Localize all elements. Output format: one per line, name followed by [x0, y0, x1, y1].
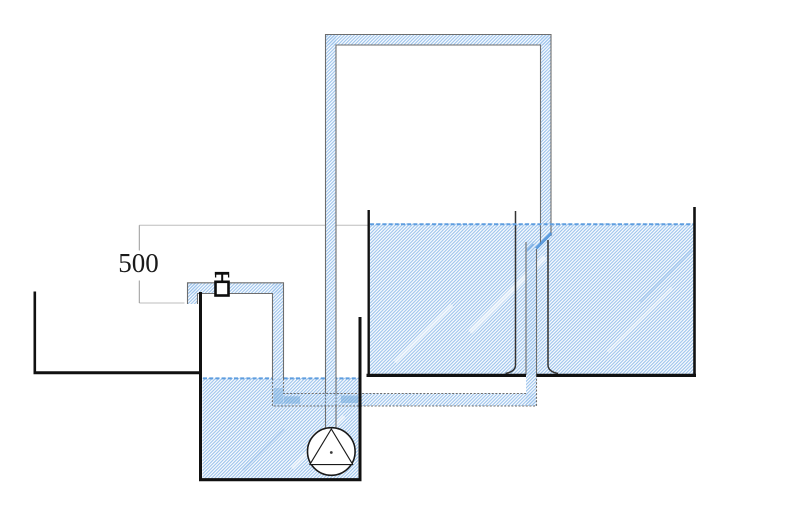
valve-pipe-run: [187, 282, 284, 294]
flow-mark: [526, 243, 535, 252]
standpipe-drain-pipe: [526, 241, 537, 406]
bottom-run: [272, 393, 537, 406]
pump-icon: [306, 426, 356, 477]
standpipe: [505, 211, 559, 375]
collection-tank: [199, 292, 362, 482]
valve-riser: [272, 282, 284, 406]
pump-impeller-triangle: [309, 428, 354, 466]
pipe-riser-left: [325, 34, 336, 428]
pipe-top-run: [325, 34, 551, 45]
valve-handle-ticks: [214, 274, 230, 278]
return-pipe: [186, 232, 553, 407]
flow-mark: [273, 388, 284, 404]
pipe-riser-right: [540, 34, 551, 240]
standpipe-wall-left: [505, 211, 517, 375]
water-streak: [606, 286, 674, 354]
pump-center-dot: [329, 451, 333, 454]
miter-joint: [535, 232, 553, 250]
flow-mark: [284, 396, 300, 404]
circulation-pipe-loop: [324, 33, 552, 428]
valve-body: [214, 280, 230, 297]
water-streak: [393, 303, 454, 364]
gate-valve-icon: [214, 271, 230, 297]
water-streak: [639, 249, 693, 303]
flow-mark: [341, 395, 358, 403]
left-open-tank: [33, 291, 199, 375]
supply-tank: [366, 207, 696, 377]
water-streak: [242, 428, 285, 471]
standpipe-wall-right: [547, 211, 559, 375]
dimension-value: 500: [118, 248, 159, 278]
